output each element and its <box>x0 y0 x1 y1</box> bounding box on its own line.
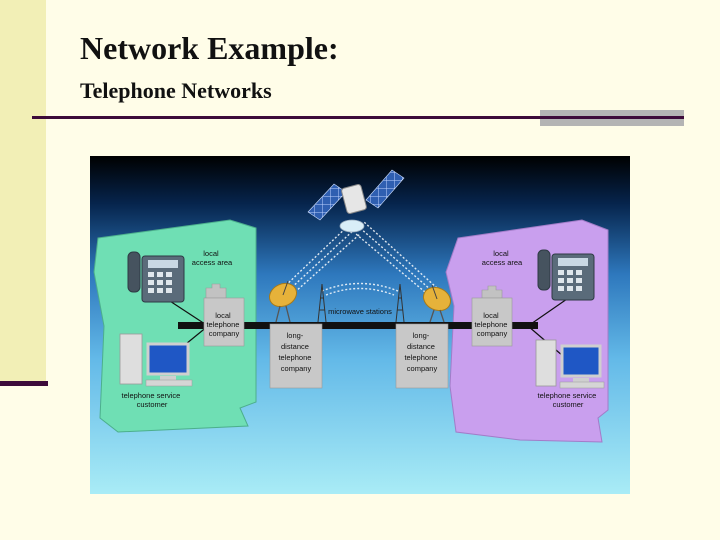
right-long-distance-company: long- distance telephone company <box>395 323 449 389</box>
slide-title: Network Example: <box>80 30 339 66</box>
microwave-stations-label: microwave stations <box>328 307 392 316</box>
left-customer-label: telephone service customer <box>122 391 183 409</box>
satellite-icon <box>307 169 405 233</box>
computer-icon: telephone service customer <box>535 339 605 409</box>
computer-icon: telephone service customer <box>119 333 193 409</box>
left-long-distance-company: long- distance telephone company <box>269 323 323 389</box>
dish-antenna-icon <box>422 284 452 323</box>
left-company-label: local telephone company <box>206 311 241 338</box>
trunk-line <box>178 322 538 329</box>
microwave-tower-icon <box>317 283 327 323</box>
microwave-tower-icon <box>395 283 405 323</box>
slide-subtitle: Telephone Networks <box>80 78 272 103</box>
title-rule <box>32 116 684 119</box>
right-area-label: local access area <box>482 249 523 267</box>
telephone-icon <box>127 251 185 303</box>
building-icon <box>395 323 449 389</box>
dish-antenna-icon <box>268 280 298 323</box>
right-local-company: local telephone company <box>471 285 513 347</box>
signal-beams <box>282 221 438 296</box>
building-icon <box>203 297 245 347</box>
left-decor-bar-cap <box>0 381 48 386</box>
building-icon <box>269 323 323 389</box>
right-customer-label: telephone service customer <box>538 391 599 409</box>
left-long-distance-label: long- distance telephone company <box>278 331 313 373</box>
building-icon <box>471 297 513 347</box>
left-area-label: local access area <box>192 249 233 267</box>
right-long-distance-label: long- distance telephone company <box>404 331 439 373</box>
telephone-icon <box>537 249 595 301</box>
telephone-network-diagram: local access area local access area <box>90 156 630 494</box>
left-decor-bar <box>0 0 46 384</box>
right-local-access-area: local access area <box>445 219 609 443</box>
right-company-label: local telephone company <box>474 311 509 338</box>
left-local-company: local telephone company <box>203 283 245 347</box>
